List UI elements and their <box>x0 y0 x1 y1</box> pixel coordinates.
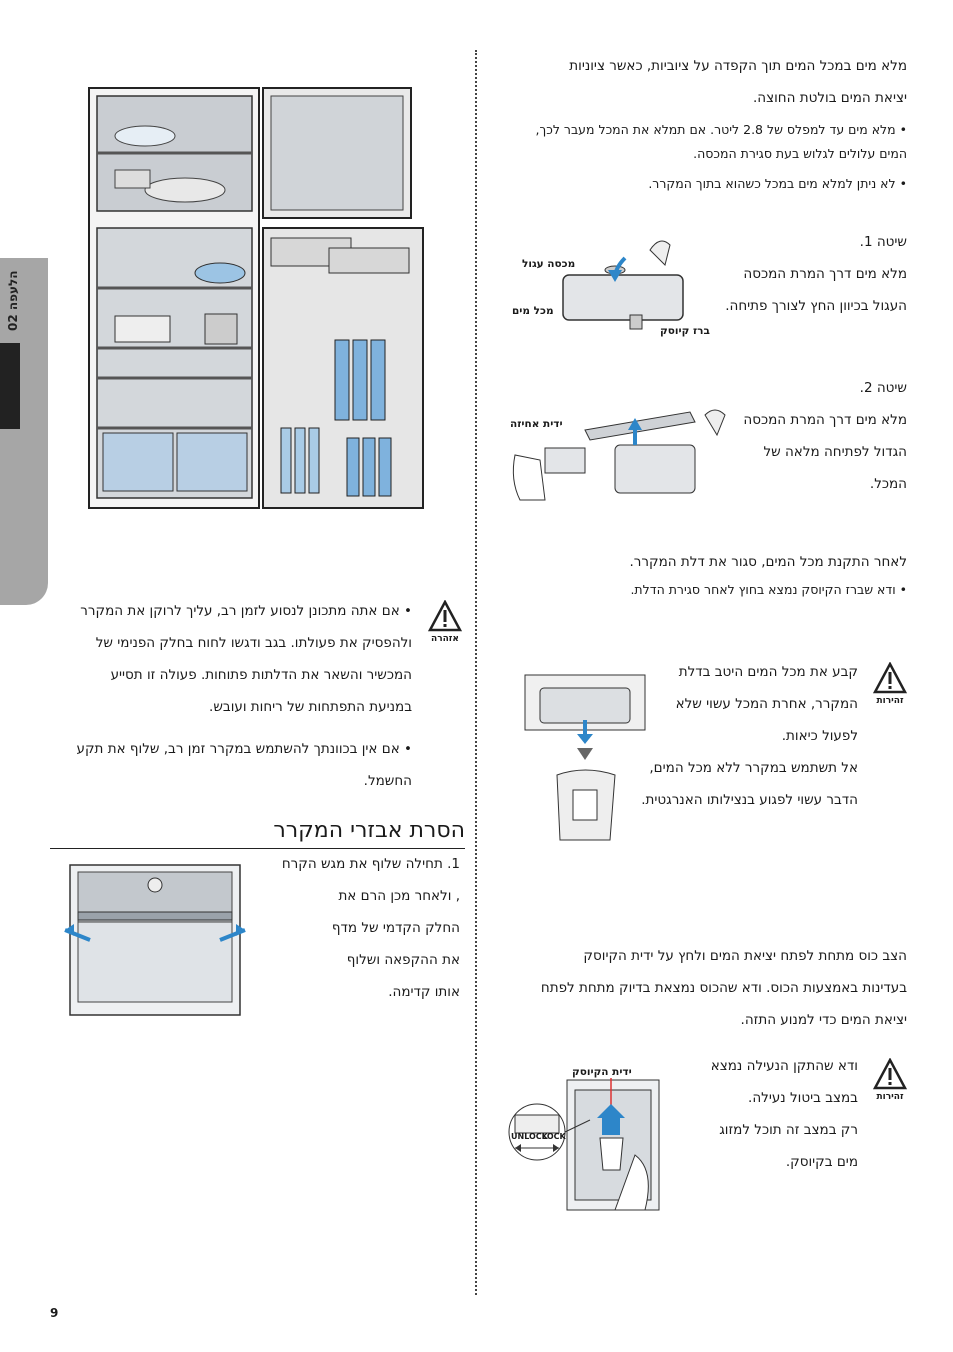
warning-bullet-1-line-2: ולהפסיק את פעולתו. בגב ודגשו לחוח בחלק ה… <box>95 635 412 651</box>
fridge-illustration <box>85 78 435 518</box>
fill-bullet-2: לא ניתן למלא מים במכל כשהוא בתוך המקרר. <box>495 172 907 196</box>
dispenser-illustration <box>505 1060 665 1215</box>
caution1-text: קבע את מכל המים היטב בדלת המקרר, אחרת המ… <box>620 656 858 816</box>
caution2-line-3: רק במצב זה תוכל למזוג <box>719 1122 858 1138</box>
column-divider <box>475 50 477 1295</box>
chapter-marker <box>0 343 20 429</box>
fill-bullet-1-line-2: המים עלולים לגלוש בעת סגירת המכסה. <box>693 146 907 161</box>
cup-text: הצב כוס מתחת לפתח יציאת המים ולחץ על ידי… <box>495 940 907 1036</box>
method2-illustration <box>505 400 740 510</box>
cup-line-3: יציאת המים כדי למנוע התזה. <box>740 1012 907 1028</box>
caution-badge-1: זהירות <box>866 662 914 706</box>
page-number: 9 <box>50 1306 59 1320</box>
caution-label-1: זהירות <box>876 696 904 706</box>
caution2-text: ודא שהתקן הנעילה נמצא במצב ביטול נעילה. … <box>668 1050 858 1178</box>
intro-line-2: יציאת המים בולטת החוצה. <box>752 90 907 106</box>
chapter-label: 02 הלעפה <box>6 270 20 331</box>
section-title: הסרת אבזרי המקרר <box>273 818 465 843</box>
caution2-line-1: ודא שהתקן הנעילה נמצא <box>710 1058 858 1074</box>
cup-line-1: הצב כוס מתחת לפתח יציאת המים ולחץ על ידי… <box>583 948 907 964</box>
warning-badge: אזהרה <box>425 600 465 644</box>
caution-triangle-icon <box>873 662 907 694</box>
caution2-line-4: מים בקיוסק. <box>785 1154 858 1170</box>
method2-line-1: מלא מים דרך המרת המכסה <box>743 412 907 428</box>
intro-line-1: מלא מים במכל המים תוך הקפדה על ציוביות, … <box>569 58 907 74</box>
caution1-line-1: קבע את מכל המים היטב בדלת <box>678 664 858 680</box>
method2-line-2: הגדול לפתיחה מלאה של <box>763 444 907 460</box>
section-rule <box>50 848 465 849</box>
method1-text: שיטה 1. מלא מים דרך המרת המכסה העגול בכי… <box>710 226 907 322</box>
step1-text: 1. תחילה שלוף את מגש הקרח , ולאחר מכן הר… <box>255 848 460 1008</box>
round-lid-label: מכסה עגול <box>522 258 576 270</box>
kiosk-handle-label: ידית הקיוסק <box>572 1066 632 1078</box>
warning-label: אזהרה <box>431 634 459 644</box>
step1-line-3: החלק הקדמי של מדף <box>331 920 460 936</box>
caution2-line-2: במצב ביטול נעילה. <box>748 1090 858 1106</box>
warning-bullet-1-line-4: במניעת התפתחות של ריחות ועובש. <box>209 699 412 715</box>
fill-bullets: מלא מים עד למפלס של 2.8 ליטר. אם תמלא את… <box>495 118 907 196</box>
method1-line-1: מלא מים דרך המרת המכסה <box>743 266 907 282</box>
step1-line-4: את ההקפאה ושלוף <box>346 952 460 968</box>
step1-line-5: אותו קדימה. <box>388 984 460 1000</box>
method1-title: שיטה 1. <box>859 234 907 250</box>
warning-triangle-icon <box>428 600 462 632</box>
intro-text: מלא מים במכל המים תוך הקפדה על ציוביות, … <box>495 50 907 114</box>
water-tank-label: מכל מים <box>512 305 554 317</box>
caution1-line-4: אל תשתמש במקרר ללא מכל המים, <box>649 760 858 776</box>
cup-line-2: בעדינות באמצעות הכוס. ודא שהכוס נמצאת בד… <box>540 980 907 996</box>
caution-badge-2: זהירות <box>866 1058 914 1102</box>
caution1-line-5: הדבר עשוי לפגוע בנצילותו האנרגטית. <box>641 792 858 808</box>
tank-install-illustration <box>515 670 655 850</box>
method1-illustration <box>505 230 705 345</box>
step1-line-2: , ולאחר מכן הרם את <box>338 888 460 904</box>
warning-bullet-2-line-1: אם אין בכוונתך להשתמש במקרר זמן רב, שלוף… <box>50 733 412 765</box>
warning-bullet-2-line-2: החשמל. <box>363 773 412 789</box>
after-install-bullet: ודא שברז הקיוסק נמצא בחוץ לאחר סגירת הדל… <box>495 578 907 602</box>
method1-line-2: העגול בכיוון החץ לצורך פתיחה. <box>725 298 907 314</box>
unlock-label: UNLOCK <box>511 1132 548 1141</box>
method2-text: שיטה 2. מלא מים דרך המרת המכסה הגדול לפת… <box>740 372 907 500</box>
fill-bullet-1-line-1: מלא מים עד למפלס של 2.8 ליטר. אם תמלא את… <box>495 118 907 142</box>
handle-label: ידית אחיזה <box>510 418 563 430</box>
step1-line-1: 1. תחילה שלוף את מגש הקרח <box>281 856 460 872</box>
lock-label: LOCK <box>542 1132 566 1141</box>
method2-title: שיטה 2. <box>859 380 907 396</box>
freezer-shelf-illustration <box>60 860 250 1020</box>
caution1-line-3: לפעול כיאות. <box>781 728 858 744</box>
chapter-side-tab: 02 הלעפה <box>0 258 48 605</box>
caution-triangle-icon <box>873 1058 907 1090</box>
after-install-text: לאחר התקנת מכל המים, סגור את דלת המקרר. … <box>495 546 908 602</box>
caution-label-2: זהירות <box>876 1092 904 1102</box>
caution1-line-2: המקרר, אחרת המכל עשוי שלא <box>675 696 858 712</box>
warning-bullet-1-line-3: המכשיר והשאר את הדלתות פתוחות. פעולה זו … <box>110 667 412 683</box>
after-install-line: לאחר התקנת מכל המים, סגור את דלת המקרר. <box>629 554 908 570</box>
warning-bullet-1-line-1: אם אתה מתכונן לנסוע לזמן רב, עליך לרוקן … <box>50 595 412 627</box>
warning-bullets: אם אתה מתכונן לנסוע לזמן רב, עליך לרוקן … <box>50 595 412 797</box>
method2-line-3: המכל. <box>869 476 907 492</box>
tap-label: ברז קיוסק <box>660 325 710 337</box>
